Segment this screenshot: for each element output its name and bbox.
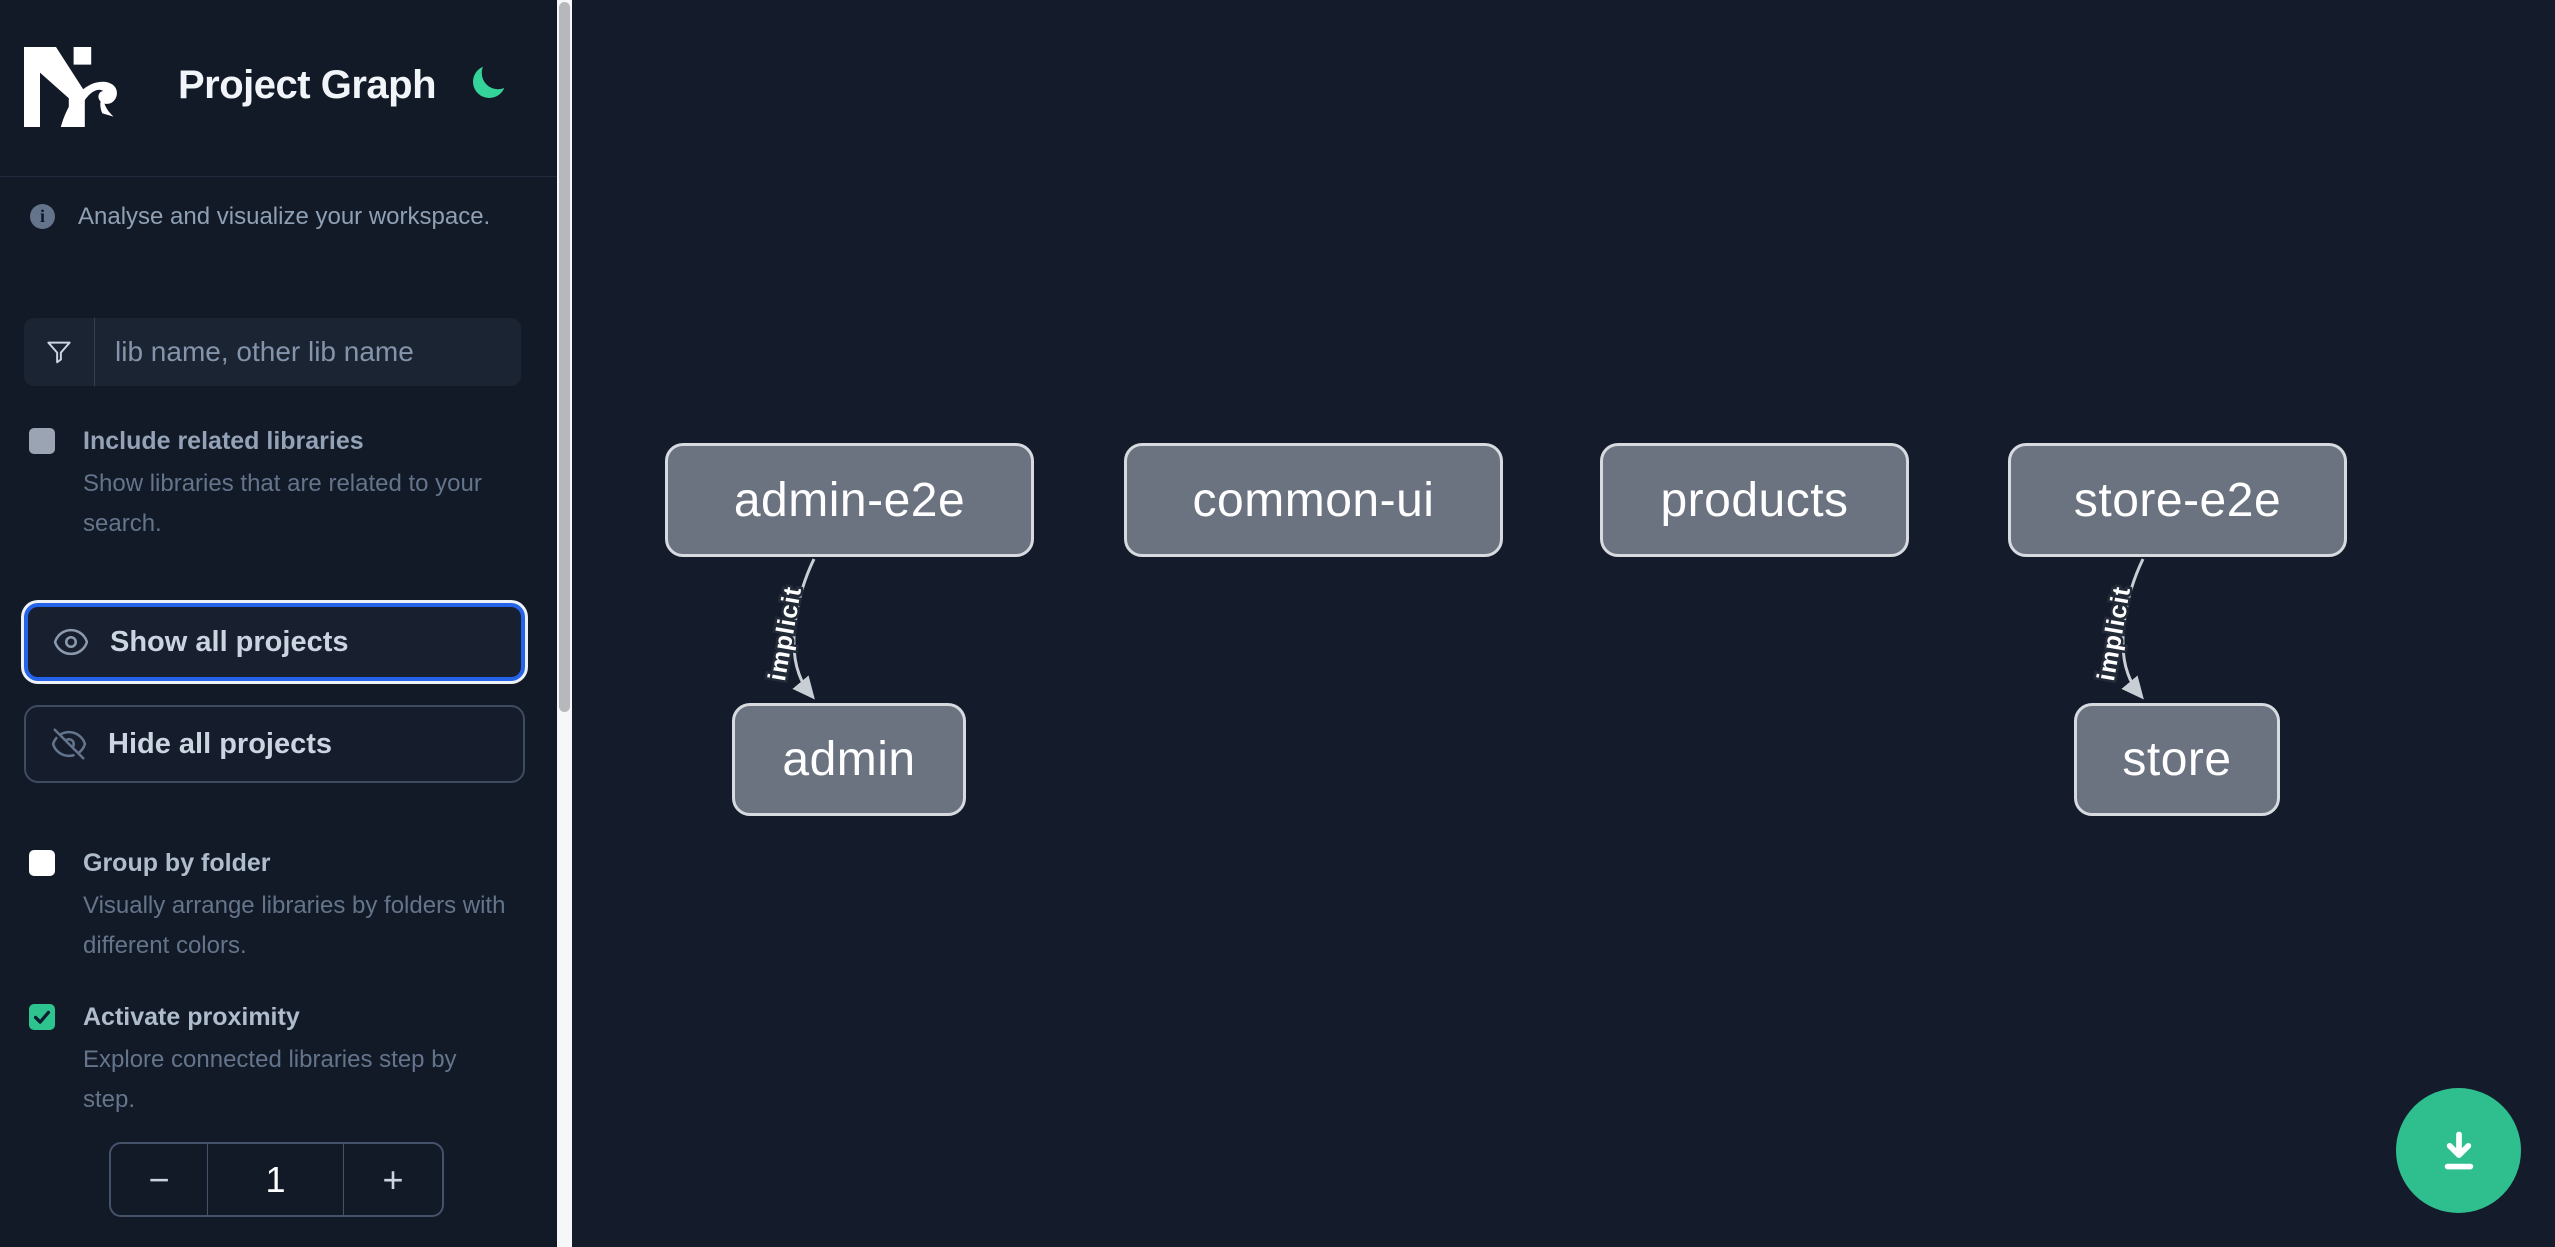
increment-button[interactable]: +	[344, 1144, 442, 1215]
include-related-label: Include related libraries	[83, 427, 364, 455]
check-icon	[33, 1010, 51, 1024]
sidebar-scrollbar-track	[557, 0, 572, 1247]
node-label: admin-e2e	[733, 473, 966, 527]
project-node-admin[interactable]: admin	[732, 703, 966, 816]
hide-all-projects-button[interactable]: Hide all projects	[24, 705, 525, 783]
node-label: store-e2e	[2073, 473, 2282, 527]
group-by-folder-label: Group by folder	[83, 849, 271, 877]
info-icon: i	[30, 204, 55, 229]
page-title: Project Graph	[178, 63, 437, 107]
search-bar	[24, 318, 521, 386]
stepper-value: 1	[207, 1144, 344, 1215]
edge-admin-e2e-to-admin[interactable]	[792, 558, 816, 700]
project-node-admin-e2e[interactable]: admin-e2e	[665, 443, 1034, 557]
activate-proximity-description: Explore connected libraries step by step…	[83, 1046, 457, 1113]
download-graph-button[interactable]	[2396, 1088, 2521, 1213]
toggle-include-related: Include related libraries Show libraries…	[29, 424, 515, 544]
sidebar-scrollbar-thumb[interactable]	[559, 2, 570, 712]
download-icon	[2444, 1131, 2473, 1169]
sidebar: Project Graph i Analyse and visualize yo…	[0, 0, 557, 1247]
node-label: common-ui	[1192, 473, 1435, 527]
edge-label-implicit-1: implicit	[763, 584, 807, 683]
search-input[interactable]	[95, 318, 521, 386]
theme-toggle-button[interactable]	[466, 62, 510, 106]
group-by-folder-checkbox[interactable]	[29, 850, 55, 876]
node-label: store	[2122, 733, 2232, 786]
decrement-button[interactable]: −	[111, 1144, 207, 1215]
show-all-projects-label: Show all projects	[110, 625, 349, 658]
include-related-checkbox[interactable]	[29, 428, 55, 454]
info-text: Analyse and visualize your workspace.	[78, 203, 491, 230]
node-label: admin	[782, 733, 916, 786]
project-node-products[interactable]: products	[1600, 443, 1909, 557]
activate-proximity-label: Activate proximity	[83, 1003, 300, 1031]
toggle-group-by-folder: Group by folder Visually arrange librari…	[29, 846, 515, 966]
hide-all-projects-label: Hide all projects	[108, 727, 333, 760]
graph-edges-layer: implicit implicit	[761, 558, 2145, 700]
nx-logo	[24, 47, 117, 127]
filter-icon-cell	[24, 318, 95, 386]
project-node-store[interactable]: store	[2074, 703, 2280, 816]
include-related-description: Show libraries that are related to your …	[83, 470, 482, 537]
group-by-folder-description: Visually arrange libraries by folders wi…	[83, 892, 506, 959]
show-all-projects-button[interactable]: Show all projects	[24, 603, 525, 681]
workspace-info: i Analyse and visualize your workspace.	[30, 200, 530, 234]
proximity-depth-stepper: − 1 +	[109, 1142, 444, 1217]
edge-store-e2e-to-store[interactable]	[2121, 558, 2145, 700]
edge-label-implicit-2: implicit	[2092, 584, 2136, 683]
project-node-common-ui[interactable]: common-ui	[1124, 443, 1503, 557]
eye-icon	[53, 628, 89, 656]
toggle-activate-proximity: Activate proximity Explore connected lib…	[29, 1000, 515, 1120]
eye-slash-icon	[51, 728, 87, 760]
graph-canvas[interactable]: implicit implicit admin-e2e common-ui pr…	[572, 0, 2555, 1247]
project-node-store-e2e[interactable]: store-e2e	[2008, 443, 2347, 557]
node-label: products	[1660, 473, 1849, 527]
moon-icon	[473, 66, 505, 98]
filter-funnel-icon	[47, 341, 71, 364]
activate-proximity-checkbox[interactable]	[29, 1004, 55, 1030]
sidebar-header: Project Graph	[0, 0, 557, 177]
